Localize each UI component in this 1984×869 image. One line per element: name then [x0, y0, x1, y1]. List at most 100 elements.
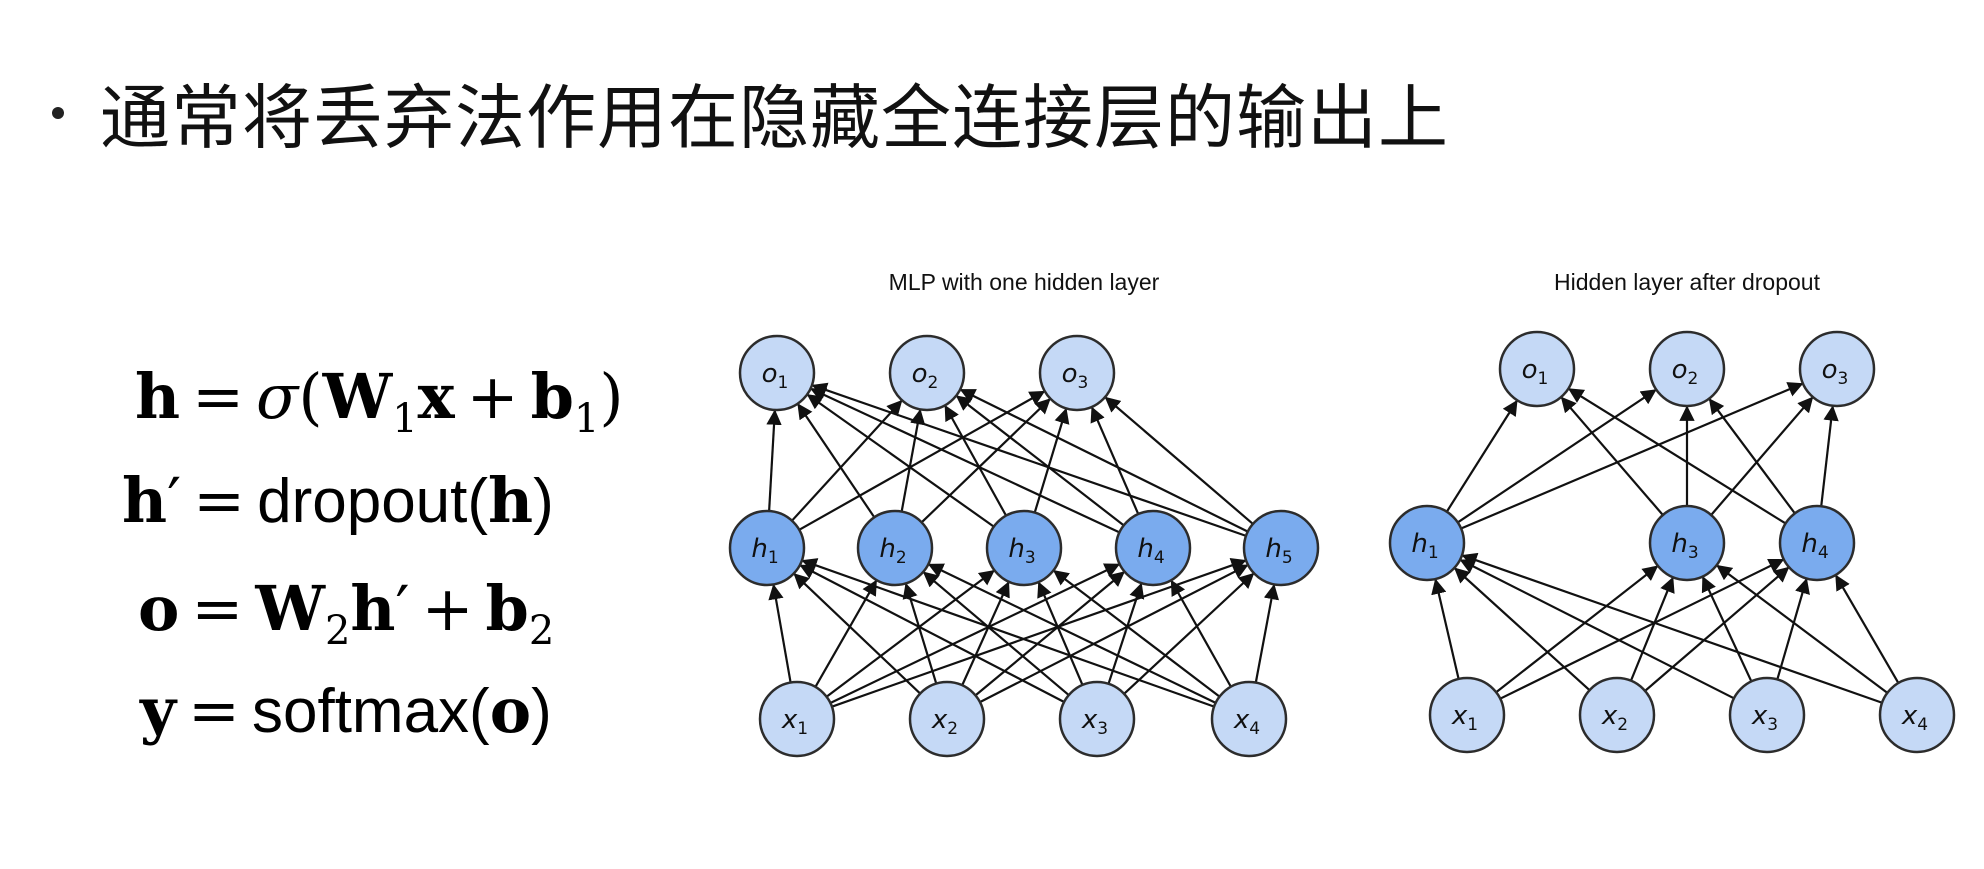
eq1-b-sub: 1 [573, 396, 600, 442]
node-subscript-o1: 1 [778, 373, 789, 393]
node-label-x1: x1 [781, 705, 808, 739]
node-label-x3: x3 [1081, 705, 1108, 739]
equation-softmax: y=softmax(o) [140, 680, 552, 743]
node-x4: x4 [1878, 676, 1956, 754]
edge-h4-o3 [1820, 405, 1839, 507]
node-letter-x4: x [1901, 701, 1918, 731]
edge-x1-h4 [829, 563, 1121, 704]
edge-h1-o2 [791, 399, 903, 522]
edge-x2-h1 [1454, 567, 1591, 691]
node-h5: h5 [1242, 509, 1320, 587]
node-circle-x3 [1058, 680, 1136, 758]
node-circle-h1 [1388, 504, 1466, 582]
equations: h=σ(W1x+b1) h′=dropout(h) o=W2h′+b2 y=so… [0, 0, 700, 869]
node-circle-x1 [758, 680, 836, 758]
edge-x3-h4 [1107, 582, 1145, 685]
eq2-close-paren: ) [533, 467, 554, 536]
edge-x2-h3 [1629, 576, 1675, 682]
node-h3: h3 [985, 509, 1063, 587]
node-circle-x4 [1878, 676, 1956, 754]
equation-hidden: h=σ(W1x+b1) [135, 366, 624, 442]
eq1-close-paren: ) [599, 360, 624, 433]
edge-h4-o2 [1708, 398, 1796, 515]
eq4-fn: softmax [251, 677, 470, 746]
node-label-o3: o3 [1822, 355, 1849, 389]
edge-x2-h4 [1644, 566, 1790, 692]
eq3-equals: = [191, 572, 244, 645]
node-label-o3: o3 [1062, 359, 1089, 393]
eq1-w: W [322, 360, 393, 433]
eq2-equals: = [193, 464, 246, 537]
node-letter-x3: x [1751, 701, 1768, 731]
eq2-open-paren: ( [467, 467, 489, 536]
node-letter-x4: x [1233, 705, 1250, 735]
node-letter-x1: x [1451, 701, 1468, 731]
node-x4: x4 [1210, 680, 1288, 758]
eq2-fn: dropout [257, 467, 468, 536]
eq1-open-paren: ( [298, 360, 323, 433]
node-label-x2: x2 [931, 705, 958, 739]
eq2-lhs: h [122, 464, 168, 537]
node-subscript-h1: 1 [768, 548, 779, 568]
node-letter-o3: o [1062, 359, 1078, 389]
node-h1: h1 [1388, 504, 1466, 582]
node-circle-x2 [908, 680, 986, 758]
node-o3: o3 [1038, 334, 1116, 412]
edge-x4-h5 [1254, 583, 1280, 683]
edge-h3-o1 [806, 394, 995, 528]
edge-x3-h3 [1037, 581, 1084, 686]
node-letter-h3: h [1008, 534, 1024, 564]
eq1-sigma: σ [256, 360, 299, 433]
node-label-o1: o1 [1522, 355, 1549, 389]
node-subscript-x4: 4 [1917, 715, 1928, 735]
edge-h2-o3 [920, 398, 1051, 524]
node-o3: o3 [1798, 330, 1876, 408]
node-circle-o1 [1498, 330, 1576, 408]
node-label-h4: h4 [1137, 534, 1164, 568]
node-circle-h3 [1648, 504, 1726, 582]
eq3-b: b [485, 572, 529, 645]
node-letter-h1: h [751, 534, 767, 564]
panel-title: MLP with one hidden layer [889, 269, 1160, 295]
edge-x1-h3 [1495, 565, 1659, 694]
node-circle-o3 [1798, 330, 1876, 408]
edge-x2-h4 [974, 571, 1125, 697]
node-o1: o1 [1498, 330, 1576, 408]
panel-title: Hidden layer after dropout [1554, 269, 1821, 295]
node-letter-x1: x [781, 705, 798, 735]
edge-x3-h1 [1459, 559, 1735, 700]
edge-x1-h4 [1499, 558, 1785, 700]
node-x1: x1 [758, 680, 836, 758]
node-subscript-h3: 3 [1025, 548, 1036, 568]
edge-x3-h4 [1776, 578, 1810, 680]
eq3-b-sub: 2 [528, 608, 555, 654]
edge-h1-o1 [766, 409, 782, 512]
node-subscript-h2: 2 [896, 548, 907, 568]
node-subscript-o1: 1 [1538, 369, 1549, 389]
edge-h5-o2 [959, 388, 1249, 533]
edge-h4-o1 [1567, 388, 1787, 525]
node-subscript-x2: 2 [1617, 715, 1628, 735]
node-letter-h3: h [1671, 529, 1687, 559]
edge-h2-o1 [797, 403, 876, 518]
edge-h5-o3 [1104, 396, 1254, 525]
node-x2: x2 [1578, 676, 1656, 754]
node-letter-o2: o [1672, 355, 1688, 385]
node-subscript-o3: 3 [1078, 373, 1089, 393]
eq1-w-sub: 1 [392, 396, 418, 442]
equation-output: o=W2h′+b2 [138, 578, 555, 654]
node-label-o1: o1 [762, 359, 789, 393]
node-label-h2: h2 [879, 534, 906, 568]
node-subscript-o3: 3 [1838, 369, 1849, 389]
node-subscript-h4: 4 [1154, 548, 1165, 568]
bullet-text: 通常将丢弃法作用在隐藏全连接层的输出上 [100, 77, 1449, 159]
node-letter-x3: x [1081, 705, 1098, 735]
eq4-open-paren: ( [469, 677, 490, 746]
edge-x4-h4 [1835, 574, 1900, 684]
edge-h4-o3 [1090, 406, 1140, 515]
bullet-point: 通常将丢弃法作用在隐藏全连接层的输出上 [52, 62, 1449, 163]
edge-x4-h4 [1170, 579, 1232, 688]
node-h4: h4 [1778, 504, 1856, 582]
node-subscript-x3: 3 [1097, 719, 1108, 739]
